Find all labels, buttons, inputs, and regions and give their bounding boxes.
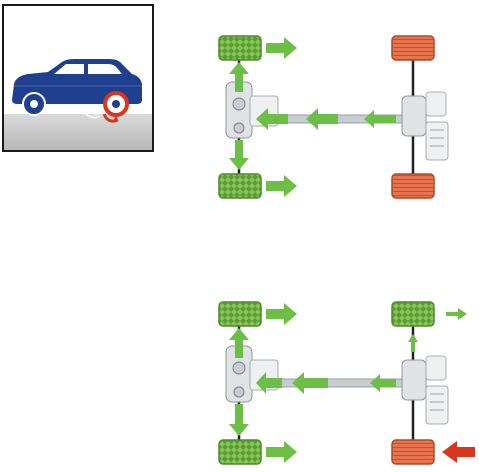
rear-drive-unit-icon bbox=[401, 355, 449, 425]
car-slip-inset bbox=[2, 4, 154, 152]
torque-arrow-propshaft-3 bbox=[256, 108, 288, 130]
wheel-rear-right-slipping bbox=[391, 173, 435, 199]
car-wheel-slip-icon bbox=[4, 59, 152, 150]
wheel-front-left-driven bbox=[218, 35, 262, 61]
brake-arrow-rear-right bbox=[442, 441, 475, 463]
torque-arrow-propshaft-3 bbox=[256, 372, 282, 394]
forward-arrow-rear-left-small bbox=[446, 308, 467, 320]
rear-drive-unit-icon bbox=[401, 91, 449, 161]
forward-arrow-front-left bbox=[266, 37, 297, 59]
car-window-front bbox=[54, 64, 84, 74]
torque-arrow-propshaft-2 bbox=[292, 372, 328, 394]
front-differential-icon bbox=[225, 81, 279, 139]
car-window-rear bbox=[88, 64, 122, 74]
wheel-front-left-driven bbox=[218, 301, 262, 327]
torque-arrow-propshaft-1 bbox=[364, 110, 396, 128]
torque-arrow-front-down bbox=[229, 140, 249, 170]
torque-arrow-propshaft-1 bbox=[370, 374, 396, 392]
wheel-rear-left-slipping bbox=[391, 35, 435, 61]
wheel-front-right-driven bbox=[218, 439, 262, 465]
scenario-top bbox=[218, 35, 449, 199]
torque-arrow-front-down bbox=[229, 404, 249, 436]
wheel-front-right-driven bbox=[218, 173, 262, 199]
scenario-bottom bbox=[218, 301, 475, 465]
wheel-rear-right-braked bbox=[391, 439, 435, 465]
forward-arrow-front-left bbox=[266, 303, 297, 325]
torque-arrow-front-up bbox=[229, 62, 249, 92]
forward-arrow-front-right bbox=[266, 441, 297, 463]
torque-arrow-front-up bbox=[229, 328, 249, 358]
torque-arrow-rear-up-small bbox=[408, 334, 418, 352]
front-differential-icon bbox=[225, 345, 279, 403]
torque-arrow-propshaft-2 bbox=[306, 108, 338, 130]
wheel-rear-left-driven bbox=[391, 301, 435, 327]
road-surface bbox=[4, 114, 152, 150]
forward-arrow-front-right bbox=[266, 175, 297, 197]
